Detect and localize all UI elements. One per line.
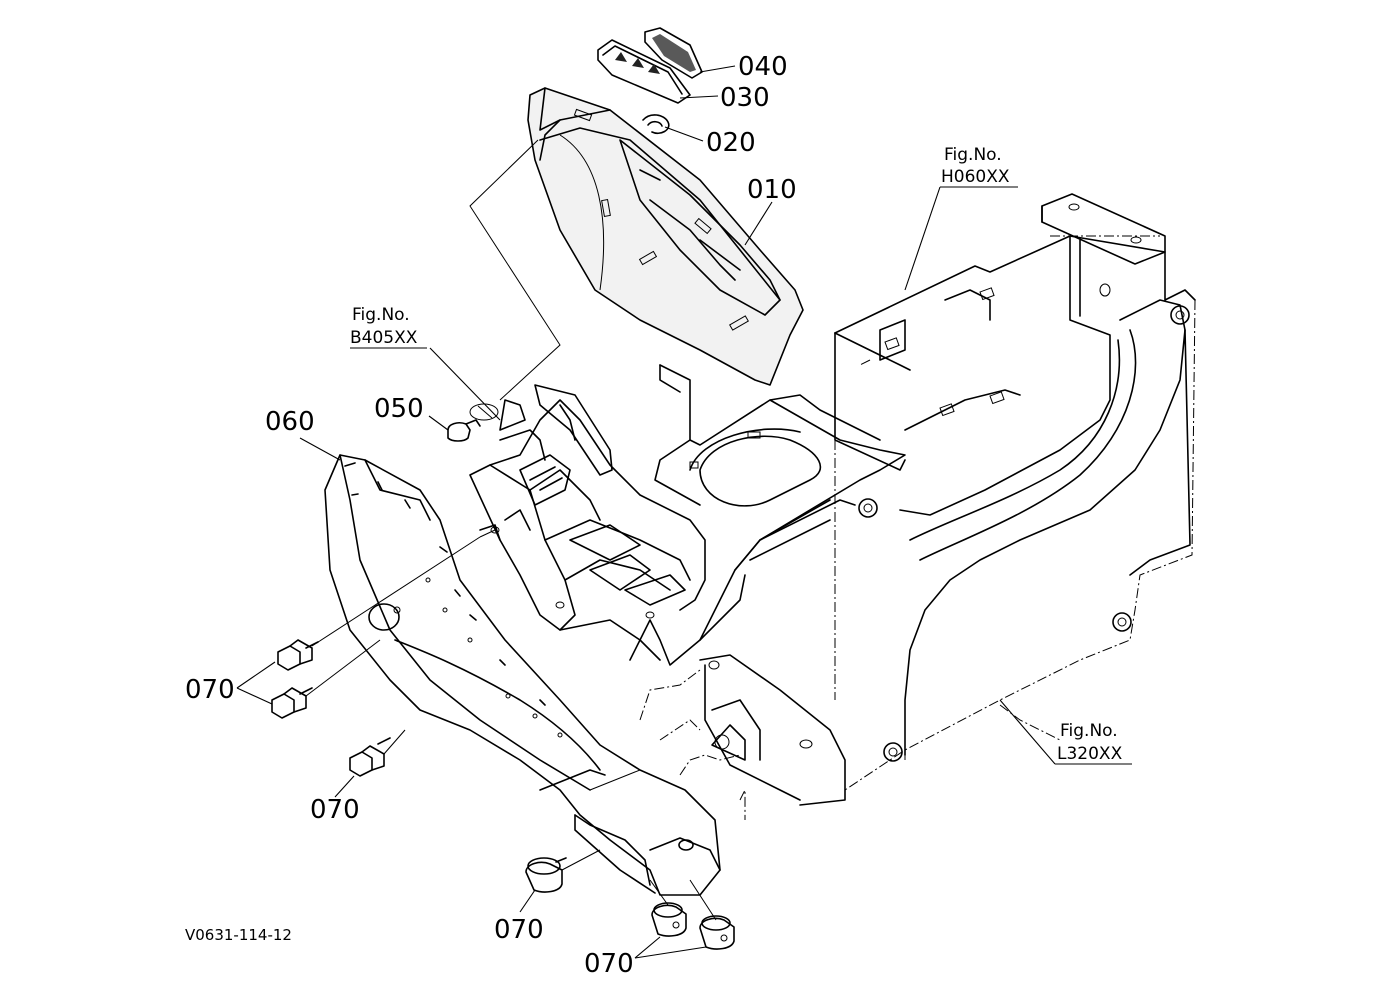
label-070-mid: 070	[310, 795, 360, 825]
bolt-070-lower-right	[699, 915, 735, 950]
label-070-upper: 070	[185, 675, 235, 705]
label-040: 040	[738, 52, 788, 82]
ref-h060-title: Fig.No.	[944, 145, 1002, 165]
assembly-guides	[305, 139, 717, 921]
ref-l320-title: Fig.No.	[1060, 721, 1118, 741]
label-050: 050	[374, 394, 424, 424]
front-panel-060	[324, 454, 721, 896]
ref-h060-code: H060XX	[941, 167, 1010, 187]
bolt-070-lower-left	[525, 857, 567, 893]
emblem-040	[644, 27, 703, 79]
drawing-code: V0631-114-12	[185, 926, 292, 944]
label-070-lower-left: 070	[494, 915, 544, 945]
leader-lines	[236, 65, 1132, 959]
label-020: 020	[706, 128, 756, 158]
label-030: 030	[720, 83, 770, 113]
bolt-070-mid	[349, 737, 391, 777]
decal-plate-030	[597, 39, 691, 104]
dash-panel-body	[629, 364, 906, 820]
screw-050	[447, 403, 499, 442]
bolt-070-upper-2	[271, 687, 313, 719]
rear-frame-assembly	[834, 193, 1196, 791]
bolt-070-upper	[277, 639, 319, 671]
frame-bolt-lower	[883, 742, 903, 762]
label-070-lower-right: 070	[584, 949, 634, 979]
center-bracket	[469, 384, 706, 661]
frame-bolt-mid	[858, 498, 878, 518]
ref-b405-code: B405XX	[350, 328, 418, 348]
upper-cover-010	[527, 87, 804, 386]
frame-bolt-upper	[1170, 305, 1190, 325]
ref-l320-code: L320XX	[1057, 744, 1123, 764]
bolt-070-lower-mid	[651, 902, 687, 937]
label-060: 060	[265, 407, 315, 437]
ring-020	[642, 114, 670, 135]
ref-b405-title: Fig.No.	[352, 305, 410, 325]
label-010: 010	[747, 175, 797, 205]
frame-bolt-right	[1112, 612, 1132, 632]
